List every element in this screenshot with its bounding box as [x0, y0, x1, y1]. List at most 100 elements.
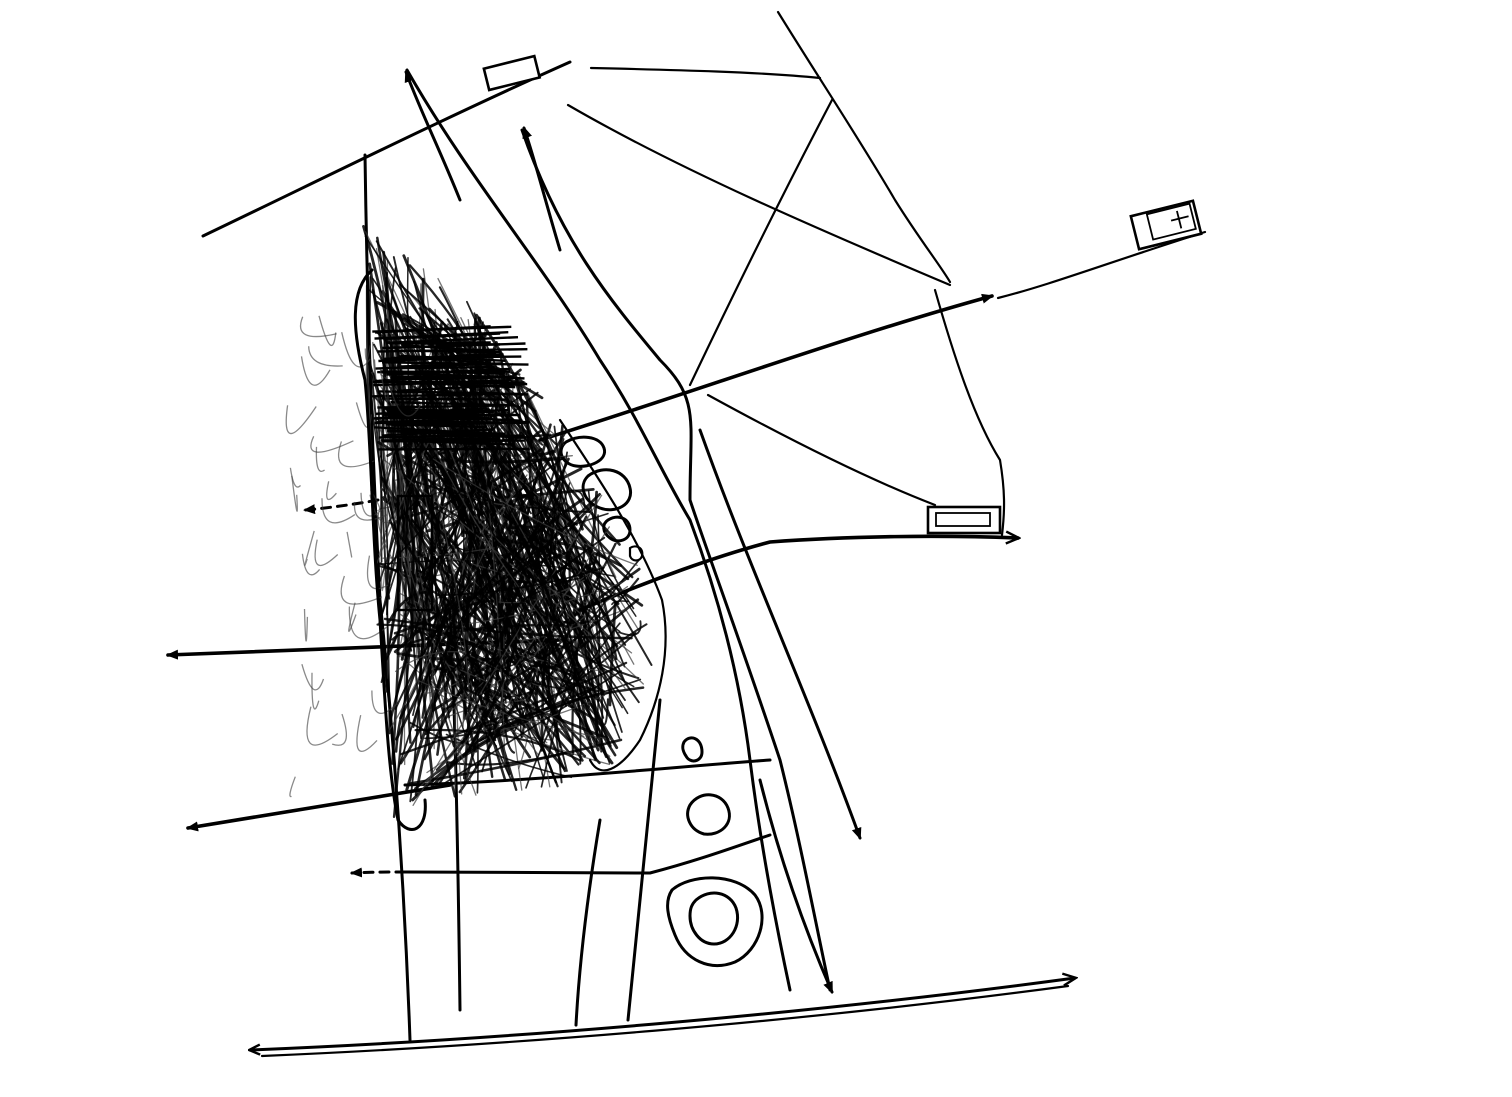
oval-blob-2: [581, 468, 633, 512]
loose-scribble: [285, 405, 317, 435]
hatch-stroke: [465, 688, 527, 729]
hatch-stroke: [414, 440, 501, 797]
oval-blob-5: [681, 736, 704, 763]
hatch-stroke: [521, 636, 545, 738]
hatch-band-stroke: [392, 353, 504, 361]
street-northeast-top: [589, 66, 822, 80]
hatch-band-stroke: [384, 370, 511, 374]
loose-scribble: [318, 315, 337, 347]
hatch-stroke: [393, 588, 485, 635]
hatch-stroke: [448, 664, 611, 757]
hatch-band-stroke: [401, 349, 501, 354]
hatch-band-stroke: [396, 390, 529, 396]
loose-scribble: [341, 332, 371, 368]
loose-scribble: [308, 346, 343, 367]
loose-scribble: [291, 475, 298, 512]
loose-scribble: [301, 664, 325, 691]
street-parallel-left: [520, 128, 832, 992]
hatch-band-stroke: [400, 354, 506, 362]
hatch-stroke: [515, 654, 560, 669]
loose-scribble: [348, 602, 357, 632]
loose-scribble: [340, 575, 383, 605]
street-cross-lower-b: [403, 833, 772, 875]
oval-blob-6: [686, 793, 731, 836]
hatch-inner-outlines: [353, 268, 667, 831]
hatch-stroke: [469, 640, 610, 673]
hatch-band-stroke: [395, 439, 511, 446]
hatch-band-stroke: [390, 401, 516, 407]
hatch-stroke: [461, 438, 565, 745]
loose-scribble: [321, 498, 356, 524]
arrow-up-left: [404, 70, 462, 202]
hatch-stroke: [518, 490, 579, 595]
hatch-band-stroke: [385, 336, 519, 344]
hatch-stroke: [430, 687, 611, 766]
loose-scribble: [380, 567, 386, 592]
arrow-bottom-double-shadow: [260, 984, 1070, 1058]
loose-scribble: [311, 672, 320, 710]
hatch-stroke: [394, 569, 479, 710]
street-right-edge: [933, 288, 1006, 537]
hatch-stroke: [469, 482, 571, 718]
hatch-stroke: [603, 698, 609, 726]
hatch-stroke: [414, 728, 582, 762]
hatch-stroke: [473, 668, 479, 794]
street-vertical-right-a: [574, 818, 602, 1027]
hatch-stroke: [441, 478, 528, 683]
hatch-stroke: [539, 459, 623, 733]
hatch-stroke: [388, 519, 587, 758]
hatch-stroke: [467, 551, 570, 603]
hatch-stroke: [382, 271, 391, 586]
hatch-stroke: [395, 651, 465, 673]
loose-scribble: [366, 555, 389, 590]
loose-scribble: [306, 706, 339, 746]
sight-line-d: [706, 393, 937, 507]
oval-blob-7-inner: [688, 891, 739, 946]
hatch-stroke: [493, 404, 628, 603]
hatch-stroke: [414, 461, 528, 690]
hatch-stroke: [409, 617, 425, 803]
hatch-stroke: [504, 535, 565, 670]
loose-scribble: [289, 467, 301, 488]
hatch-stroke: [441, 468, 559, 716]
loose-scribble: [356, 714, 378, 752]
hatch-stroke: [618, 620, 642, 636]
hatch-stroke: [404, 405, 416, 744]
hatch-stroke: [373, 359, 429, 624]
oval-blob-7-outer: [666, 876, 764, 967]
loose-scribble: [303, 608, 309, 642]
hatch-band-stroke: [397, 381, 518, 385]
hatch-stroke: [509, 468, 608, 759]
hatch-stroke: [529, 428, 544, 459]
arrow-up-inner: [522, 126, 562, 252]
loose-scribble: [355, 402, 373, 428]
hatch-band-stroke: [401, 342, 501, 346]
hatch-stroke: [558, 623, 648, 691]
loose-scribble: [346, 531, 353, 558]
hatch-band-stroke: [390, 375, 499, 379]
street-vertical-right-b: [626, 698, 662, 1022]
arrows: [166, 70, 1207, 1058]
hatch-stroke: [534, 461, 544, 540]
building-symbol-right-lower: [926, 505, 1002, 535]
hatch-band-stroke: [383, 408, 508, 416]
arrow-south-lower: [758, 778, 834, 994]
hatch-outline-left-lobe: [353, 268, 427, 831]
hatch-band-stroke: [382, 361, 529, 366]
hatch-band-stroke: [393, 437, 501, 441]
hatch-stroke: [546, 489, 635, 665]
hatch-stroke: [412, 494, 603, 806]
building-symbol-right-upper: [1129, 199, 1203, 251]
hatch-stroke: [390, 444, 401, 765]
hatch-stroke: [549, 488, 561, 609]
arrow-dashed-west-lower: [350, 867, 407, 878]
hatch-band-stroke: [381, 397, 508, 401]
hatch-stroke: [447, 607, 550, 714]
loose-scribble: [310, 436, 354, 453]
loose-scribble: [371, 690, 398, 715]
hatch-stroke: [394, 438, 505, 699]
hatch-stroke: [419, 418, 563, 643]
street-main-curved: [405, 68, 792, 992]
hatch-band-stroke: [372, 325, 512, 333]
arrow-east-upper: [538, 293, 994, 442]
